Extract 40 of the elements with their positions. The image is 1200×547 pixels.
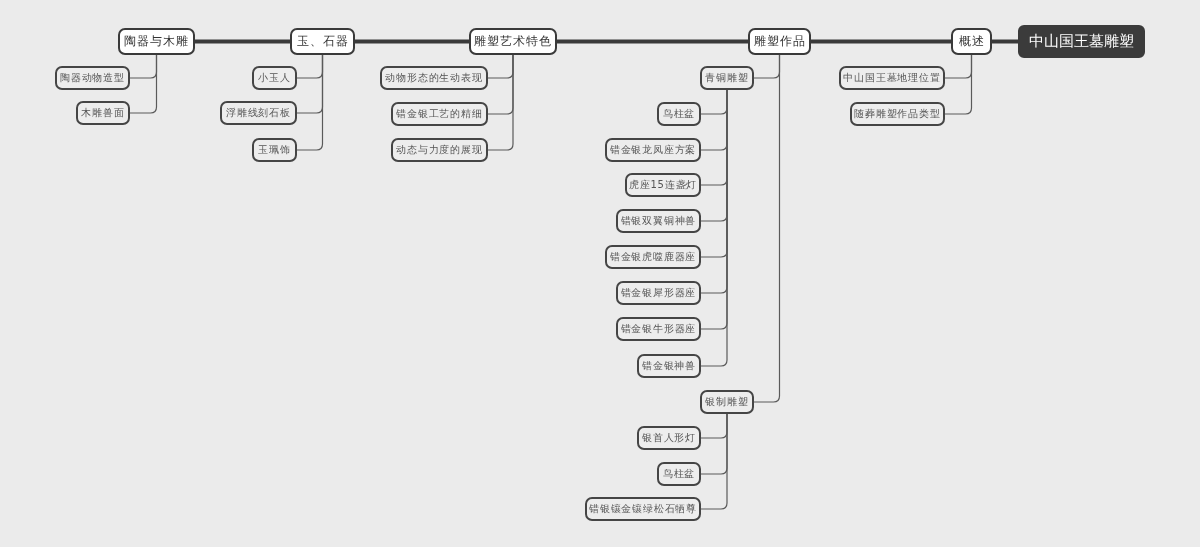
subtopic-box: 错金银神兽: [637, 354, 701, 378]
subtopic-box: 随葬雕塑作品类型: [850, 102, 945, 126]
trunk-line: [355, 39, 469, 44]
subtopic-box: 错金银牛形器座: [616, 317, 701, 341]
subtopic-box: 浮雕线刻石板: [220, 101, 297, 125]
subtopic-box: 动态与力度的展现: [391, 138, 488, 162]
subtopic-box: 银首人形灯: [637, 426, 701, 450]
connector-line: [700, 413, 728, 510]
connector-line: [944, 54, 973, 115]
subtopic-box: 错金银虎噬鹿器座: [605, 245, 701, 269]
connector-line: [753, 54, 781, 403]
root-topic-box: 中山国王墓雕塑: [1018, 25, 1145, 58]
subtopic-box: 错银镶金镶绿松石牺尊: [585, 497, 701, 521]
topic-box: 雕塑作品: [748, 28, 811, 55]
subtopic-box: 中山国王墓地理位置: [839, 66, 945, 90]
subtopic-box: 木雕兽面: [76, 101, 130, 125]
trunk-line: [992, 39, 1018, 44]
topic-box: 概述: [951, 28, 992, 55]
subtopic-box: 陶器动物造型: [55, 66, 130, 90]
subtopic-box: 鸟柱盆: [657, 462, 701, 486]
trunk-line: [195, 39, 290, 44]
subtopic-box: 青铜雕塑: [700, 66, 754, 90]
trunk-line: [557, 39, 748, 44]
subtopic-box: 错金银龙凤座方案: [605, 138, 701, 162]
subtopic-box: 银制雕塑: [700, 390, 754, 414]
subtopic-box: 小玉人: [252, 66, 297, 90]
subtopic-box: 玉珮饰: [252, 138, 297, 162]
topic-box: 玉、石器: [290, 28, 355, 55]
subtopic-box: 虎座15连盏灯: [625, 173, 701, 197]
subtopic-box: 错金银犀形器座: [616, 281, 701, 305]
subtopic-box: 鸟柱盆: [657, 102, 701, 126]
connector-line: [296, 54, 324, 151]
connector-line: [487, 54, 514, 151]
subtopic-box: 错金银工艺的精细: [391, 102, 488, 126]
subtopic-box: 错银双翼铜神兽: [616, 209, 701, 233]
subtopic-box: 动物形态的生动表现: [380, 66, 488, 90]
connector-line: [129, 54, 158, 114]
topic-box: 陶器与木雕: [118, 28, 195, 55]
topic-box: 雕塑艺术特色: [469, 28, 557, 55]
trunk-line: [811, 39, 951, 44]
